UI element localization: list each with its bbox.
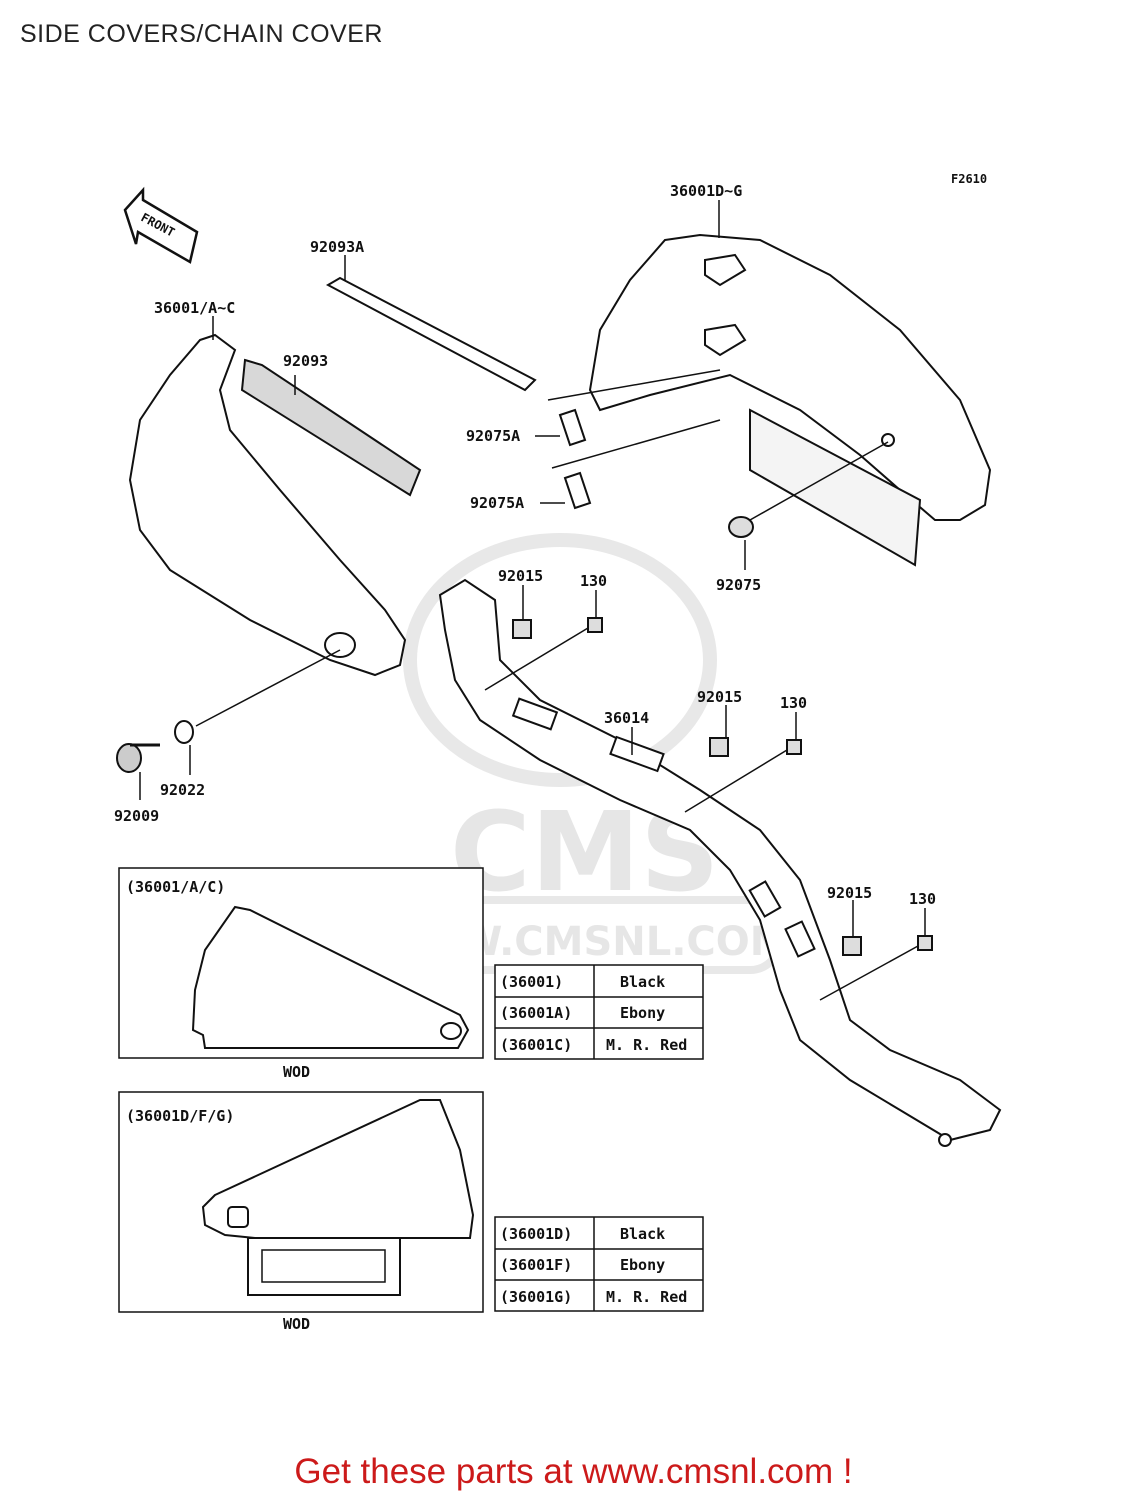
nut-2-part: 92015 bbox=[697, 688, 742, 757]
bolt-2-part-label: 130 bbox=[780, 694, 807, 712]
inset-a-note: WOD bbox=[283, 1063, 310, 1081]
chain-cover-part bbox=[588, 233, 992, 567]
color-table-a: (36001) Black (36001A) Ebony (36001C) M.… bbox=[494, 964, 704, 1060]
inset-b: (36001D/F/G) WOD bbox=[118, 1091, 484, 1333]
nut-3-part-label: 92015 bbox=[827, 884, 872, 902]
bracket-part-label: 36014 bbox=[604, 709, 649, 727]
nut-1-part: 92015 bbox=[498, 567, 543, 639]
table-b-color: M. R. Red bbox=[606, 1288, 687, 1306]
color-table-b: (36001D) Black (36001F) Ebony (36001G) M… bbox=[494, 1216, 704, 1312]
table-b-code: (36001F) bbox=[500, 1256, 572, 1274]
table-b-color: Ebony bbox=[620, 1256, 665, 1274]
table-a-color: Black bbox=[620, 973, 665, 991]
table-b-code: (36001D) bbox=[500, 1225, 572, 1243]
bolt-3-part: 130 bbox=[819, 890, 936, 1001]
pad-upper-part-label: 92093A bbox=[310, 238, 364, 256]
inset-b-label: (36001D/F/G) bbox=[126, 1107, 234, 1125]
grommet-part: 92075 bbox=[716, 441, 889, 594]
pad-lower-part-label: 92093 bbox=[283, 352, 328, 370]
pad-upper-part: 92093A bbox=[310, 238, 537, 392]
inset-b-note: WOD bbox=[283, 1315, 310, 1333]
clip-a-1-part-label: 92075A bbox=[466, 427, 520, 445]
clip-a-1-part: 92075A bbox=[466, 369, 721, 447]
front-arrow-icon: FRONT bbox=[123, 186, 199, 264]
table-a-color: M. R. Red bbox=[606, 1036, 687, 1054]
table-a-code: (36001) bbox=[500, 973, 563, 991]
bolt-2-part: 130 bbox=[684, 694, 807, 813]
side-cover-part bbox=[128, 333, 407, 677]
clip-a-2-part-label: 92075A bbox=[470, 494, 524, 512]
inset-a: (36001/A/C) WOD bbox=[118, 867, 484, 1081]
footer-link[interactable]: Get these parts at www.cmsnl.com ! bbox=[294, 1452, 853, 1491]
inset-a-label: (36001/A/C) bbox=[126, 878, 225, 896]
clip-a-2-part: 92075A bbox=[470, 419, 721, 512]
table-a-code: (36001C) bbox=[500, 1036, 572, 1054]
table-b-color: Black bbox=[620, 1225, 665, 1243]
screw-part-label: 92009 bbox=[114, 807, 159, 825]
nut-1-part-label: 92015 bbox=[498, 567, 543, 585]
grommet-part-label: 92075 bbox=[716, 576, 761, 594]
bolt-3-part-label: 130 bbox=[909, 890, 936, 908]
bolt-1-part: 130 bbox=[484, 572, 607, 691]
table-a-color: Ebony bbox=[620, 1004, 665, 1022]
figure-code: F2610 bbox=[951, 172, 987, 186]
page-title: SIDE COVERS/CHAIN COVER bbox=[20, 20, 383, 48]
nut-3-part: 92015 bbox=[827, 884, 872, 956]
screw-part: 92009 bbox=[114, 743, 160, 825]
washer-part-label: 92022 bbox=[160, 781, 205, 799]
bracket-part bbox=[438, 578, 1002, 1147]
chain-cover-part-label: 36001D~G bbox=[670, 182, 742, 200]
washer-part: 92022 bbox=[160, 649, 341, 799]
table-a-code: (36001A) bbox=[500, 1004, 572, 1022]
pad-lower-part: 92093 bbox=[240, 352, 422, 497]
table-b-code: (36001G) bbox=[500, 1288, 572, 1306]
nut-2-part-label: 92015 bbox=[697, 688, 742, 706]
parts-diagram: CMS WWW.CMSNL.COM FRONT F2610 36001D~G 9… bbox=[114, 172, 1002, 1333]
bolt-1-part-label: 130 bbox=[580, 572, 607, 590]
side-cover-part-label: 36001/A~C bbox=[154, 299, 235, 317]
